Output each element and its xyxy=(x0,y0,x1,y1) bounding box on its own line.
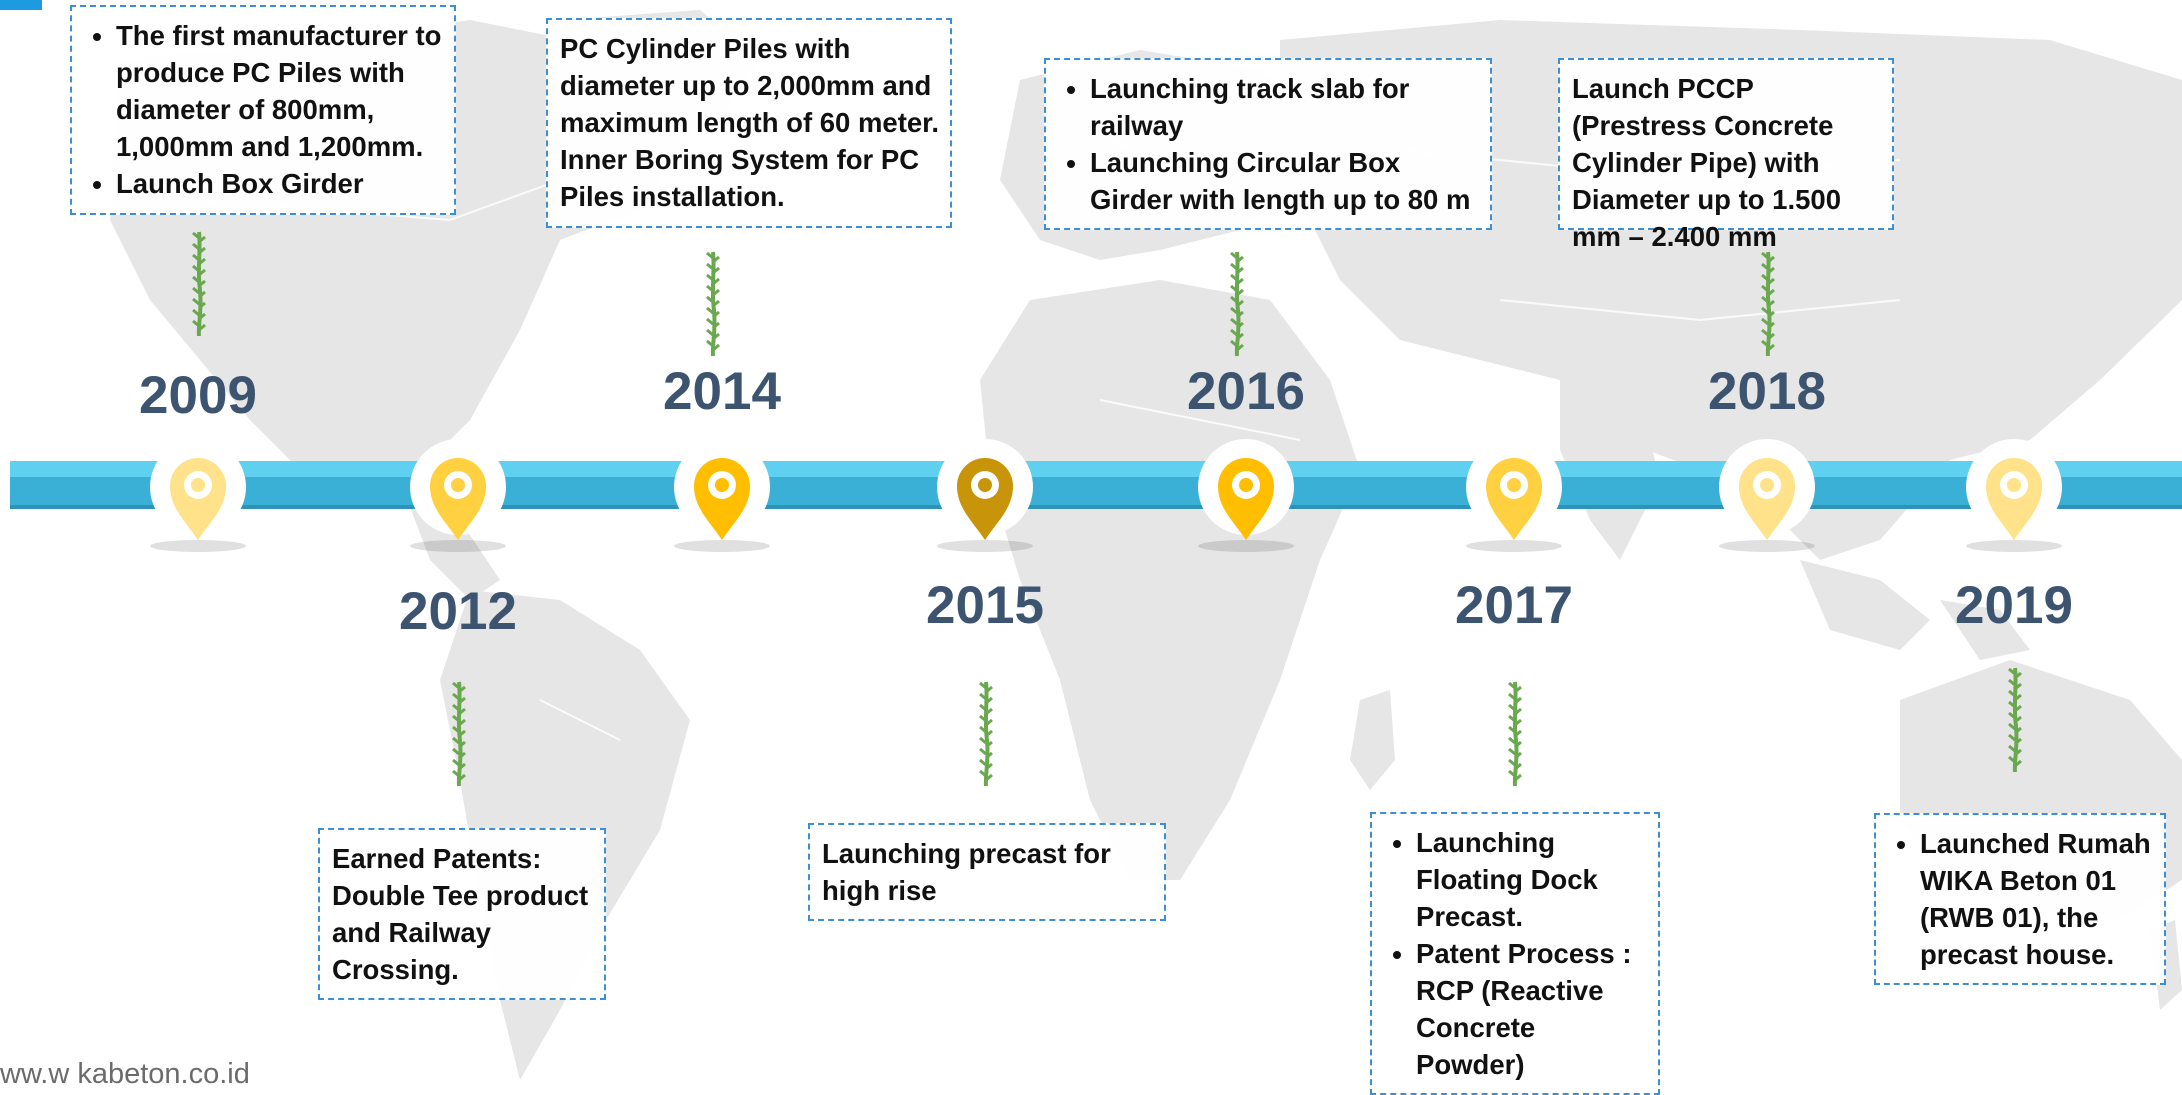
leaf-sprig-icon xyxy=(448,680,470,788)
leaf-sprig-icon xyxy=(1504,680,1526,788)
milestone-text: PC Cylinder Piles with diameter up to 2,… xyxy=(560,33,939,212)
milestone-description-box: Launching track slab for railwayLaunchin… xyxy=(1044,58,1492,230)
year-label: 2012 xyxy=(399,582,517,641)
milestone-text: Launching precast for high rise xyxy=(822,838,1111,906)
milestone-description-box: The first manufacturer to produce PC Pil… xyxy=(70,5,456,215)
milestone-bullet-list: Launching track slab for railwayLaunchin… xyxy=(1058,70,1480,218)
milestone-bullet-list: The first manufacturer to produce PC Pil… xyxy=(84,17,444,202)
location-pin-icon xyxy=(1196,439,1296,552)
milestone-bullet: Launching track slab for railway xyxy=(1090,70,1480,144)
location-pin-icon xyxy=(408,439,508,552)
location-pin-icon xyxy=(148,439,248,552)
milestone-description-box: Launching precast for high rise xyxy=(808,823,1166,921)
leaf-sprig-icon xyxy=(1226,250,1248,358)
leaf-sprig-icon xyxy=(975,680,997,788)
milestone-text: Launch PCCP (Prestress Concrete Cylinder… xyxy=(1572,73,1841,252)
year-label: 2017 xyxy=(1455,576,1573,635)
location-pin-icon xyxy=(672,439,772,552)
location-pin-icon xyxy=(1964,439,2064,552)
milestone-description-box: Earned Patents: Double Tee product and R… xyxy=(318,828,606,1000)
location-pin-icon xyxy=(935,439,1035,552)
year-label: 2015 xyxy=(926,576,1044,635)
milestone-bullet: Patent Process : RCP (Reactive Concrete … xyxy=(1416,935,1648,1083)
milestone-bullet-list: Launched Rumah WIKA Beton 01 (RWB 01), t… xyxy=(1888,825,2154,973)
leaf-sprig-icon xyxy=(702,250,724,358)
year-label: 2018 xyxy=(1708,362,1826,421)
milestone-description-box: Launched Rumah WIKA Beton 01 (RWB 01), t… xyxy=(1874,813,2166,985)
footer-url: ww.w kabeton.co.id xyxy=(0,1058,250,1090)
milestone-description-box: PC Cylinder Piles with diameter up to 2,… xyxy=(546,18,952,228)
year-label: 2019 xyxy=(1955,576,2073,635)
leaf-sprig-icon xyxy=(2004,666,2026,774)
milestone-bullet: Launching Floating Dock Precast. xyxy=(1416,824,1648,935)
location-pin-icon xyxy=(1464,439,1564,552)
milestone-description-box: Launching Floating Dock Precast.Patent P… xyxy=(1370,812,1660,1095)
timeline-track xyxy=(10,461,2182,509)
milestone-bullet: Launch Box Girder xyxy=(116,165,444,202)
milestone-bullet: Launching Circular Box Girder with lengt… xyxy=(1090,144,1480,218)
milestone-text: Earned Patents: Double Tee product and R… xyxy=(332,843,589,985)
year-label: 2016 xyxy=(1187,362,1305,421)
location-pin-icon xyxy=(1717,439,1817,552)
milestone-bullet: The first manufacturer to produce PC Pil… xyxy=(116,17,444,165)
leaf-sprig-icon xyxy=(188,230,210,338)
year-label: 2014 xyxy=(663,362,781,421)
milestone-bullet-list: Launching Floating Dock Precast.Patent P… xyxy=(1384,824,1648,1083)
milestone-description-box: Launch PCCP (Prestress Concrete Cylinder… xyxy=(1558,58,1894,252)
milestone-bullet: Launched Rumah WIKA Beton 01 (RWB 01), t… xyxy=(1920,825,2154,973)
corner-accent xyxy=(0,0,42,10)
year-label: 2009 xyxy=(139,366,257,425)
leaf-sprig-icon xyxy=(1757,250,1779,358)
